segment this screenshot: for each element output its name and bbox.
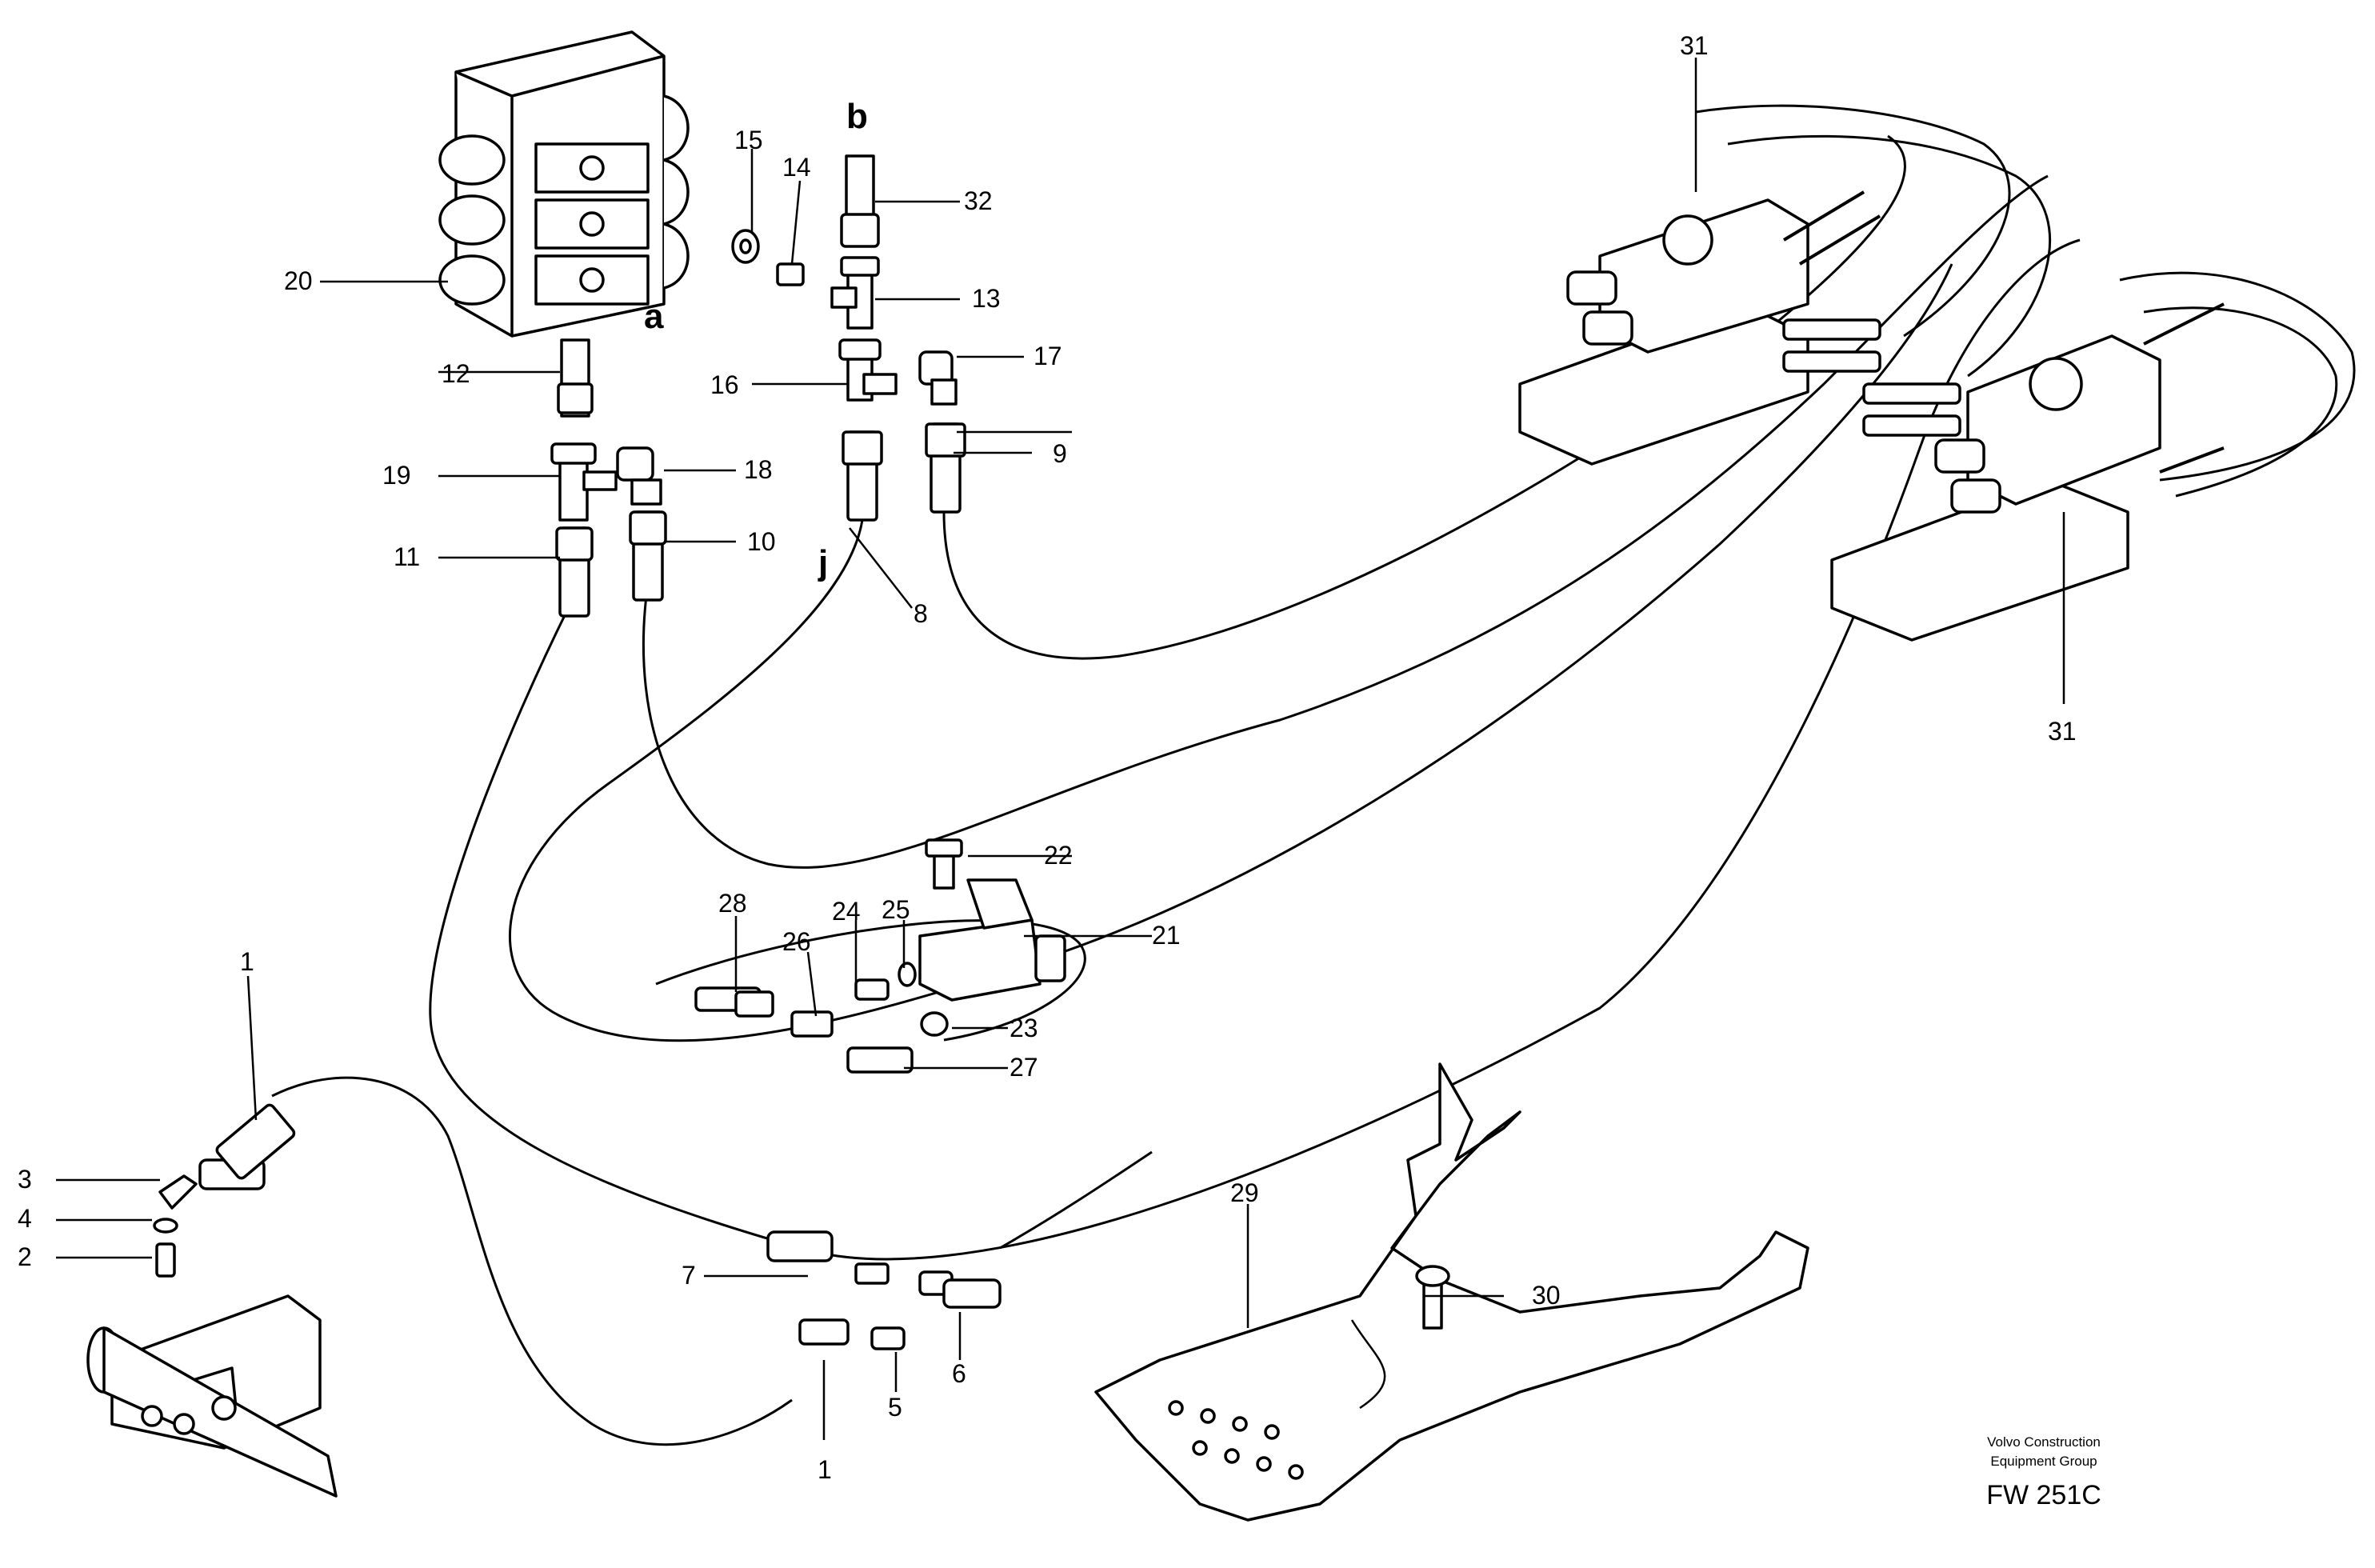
pilot-valve-upper [1518, 190, 1881, 466]
label-13: 13 [972, 284, 1001, 313]
label-6: 6 [952, 1359, 966, 1388]
leader-lines [56, 58, 2065, 1440]
lower-manifold [86, 1103, 1002, 1498]
label-28: 28 [718, 889, 747, 918]
company-line-2: Equipment Group [1990, 1454, 2097, 1469]
label-29: 29 [1230, 1178, 1259, 1207]
pressure-switch-assembly [694, 838, 1066, 1074]
label-j: j [818, 543, 828, 582]
footer: Volvo Construction Equipment Group FW 25… [1986, 1434, 2101, 1510]
label-11: 11 [394, 542, 420, 571]
label-27: 27 [1010, 1053, 1038, 1082]
label-31-bottom: 31 [2048, 717, 2077, 746]
label-5: 5 [888, 1393, 902, 1422]
figure-code: FW 251C [1986, 1480, 2101, 1510]
label-20: 20 [284, 266, 313, 295]
label-4: 4 [18, 1204, 32, 1233]
label-15: 15 [734, 126, 763, 154]
label-30: 30 [1532, 1281, 1561, 1310]
label-1-bottom: 1 [818, 1455, 832, 1484]
label-21: 21 [1152, 921, 1181, 950]
label-a: a [644, 297, 664, 336]
control-valve-block [438, 30, 690, 338]
label-31-top: 31 [1680, 31, 1709, 60]
label-8: 8 [914, 599, 928, 628]
company-line-1: Volvo Construction [1987, 1434, 2101, 1450]
label-1-top: 1 [240, 947, 254, 976]
label-19: 19 [382, 461, 411, 490]
label-17: 17 [1034, 342, 1062, 370]
floor-plate [1094, 1062, 1809, 1522]
label-25: 25 [882, 895, 910, 924]
label-12: 12 [442, 359, 470, 388]
label-2: 2 [18, 1242, 32, 1271]
label-7: 7 [682, 1261, 696, 1290]
label-22: 22 [1044, 841, 1073, 870]
label-9: 9 [1053, 439, 1067, 468]
label-16: 16 [710, 370, 739, 399]
upper-fittings [550, 154, 966, 618]
label-24: 24 [832, 897, 861, 926]
pilot-valve-lower [1830, 302, 2225, 642]
label-26: 26 [782, 927, 811, 956]
label-14: 14 [782, 153, 811, 182]
label-18: 18 [744, 455, 773, 484]
label-b: b [846, 97, 868, 136]
label-32: 32 [964, 186, 993, 215]
label-23: 23 [1010, 1014, 1038, 1042]
callout-labels: 31 31 b 15 14 32 13 20 a 17 12 16 9 19 1… [18, 31, 2077, 1484]
label-3: 3 [18, 1165, 32, 1194]
label-10: 10 [747, 527, 776, 556]
hose-routes [271, 104, 2356, 1446]
